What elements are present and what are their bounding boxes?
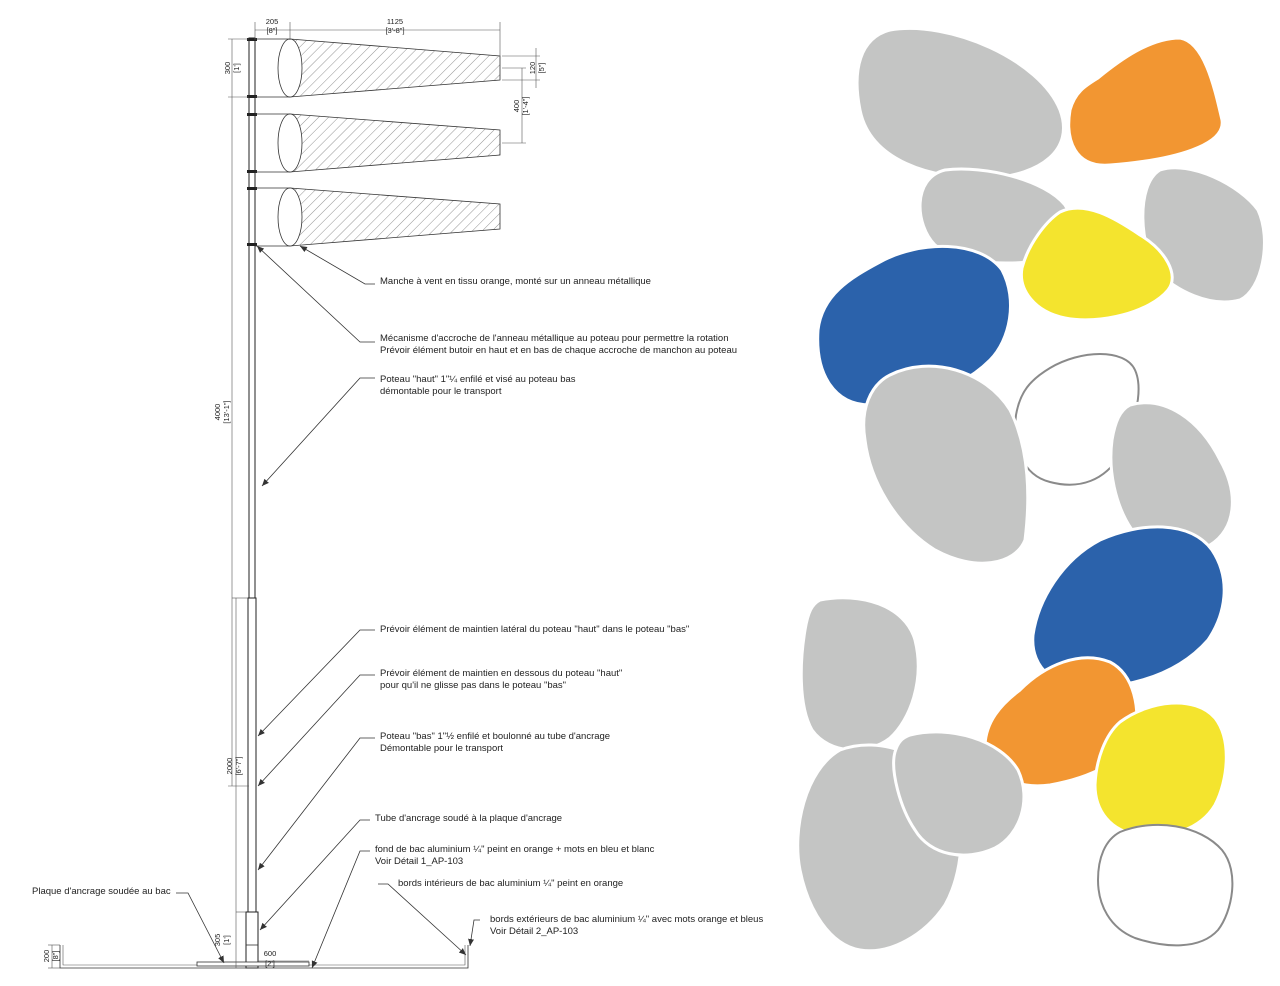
annotation-tray-bottom-line2: Voir Détail 1_AP-103 [375, 856, 463, 867]
dim-120-imperial: [5"] [537, 62, 546, 73]
dim-1125: 1125 [387, 17, 403, 26]
annotation-outer-edges-line1: bords extérieurs de bac aluminium ¼" ave… [490, 914, 763, 925]
annotation-lateral-support: Prévoir élément de maintien latéral du p… [380, 624, 689, 635]
annotation-mechanism-line2: Prévoir élément butoir en haut et en bas… [380, 345, 737, 356]
pebble-pattern [796, 27, 1266, 953]
leader-lines [176, 245, 480, 969]
annotation-anchor-tube: Tube d'ancrage soudé à la plaque d'ancra… [375, 813, 562, 824]
annotation-mechanism-line1: Mécanisme d'accroche de l'anneau métalli… [380, 333, 728, 344]
dim-1125-imperial: [3'-8"] [385, 26, 404, 35]
dim-300: 300 [223, 62, 232, 75]
dim-200-imperial: [8"] [51, 950, 60, 961]
annotation-inner-edges: bords intérieurs de bac aluminium ¼" pei… [398, 878, 623, 889]
dim-600-imperial: [2'] [265, 959, 275, 968]
pebble-gray-4 [862, 364, 1030, 565]
windsock-1 [255, 38, 501, 98]
dim-2000-imperial: [6'-7"] [234, 756, 243, 775]
dim-205-imperial: [8"] [266, 26, 277, 35]
annotation-anchor-plate: Plaque d'ancrage soudée au bac [32, 886, 171, 897]
pebble-yellow-2 [1093, 701, 1228, 838]
dim-4000-imperial: [13'-1"] [222, 400, 231, 423]
anchor-tube [245, 911, 259, 969]
annotation-lower-pole-line1: Poteau "bas" 1"½ enfilé et boulonné au t… [380, 731, 610, 742]
dim-600: 600 [264, 949, 277, 958]
dimension-lines [48, 22, 540, 969]
pebble-gray-6 [799, 596, 920, 752]
annotation-outer-edges-line2: Voir Détail 2_AP-103 [490, 926, 578, 937]
dim-400-imperial: [1'-4"] [521, 96, 530, 115]
annotation-lower-pole-line2: Démontable pour le transport [380, 743, 503, 754]
dim-400: 400 [512, 100, 521, 113]
tray [59, 945, 469, 969]
dim-300-imperial: [1'] [232, 63, 241, 73]
pebble-blue-2 [1031, 525, 1226, 690]
pebble-gray-1 [855, 27, 1065, 180]
pebble-orange-1 [1067, 36, 1224, 167]
annotation-upper-pole-line1: Poteau "haut" 1"¼ enfilé et visé au pote… [380, 374, 576, 385]
pebble-yellow-1 [1019, 206, 1174, 322]
pebble-gray-3 [1141, 166, 1266, 304]
dim-305-imperial: [1'] [222, 935, 231, 945]
dim-120: 120 [528, 62, 537, 75]
dim-305: 305 [213, 934, 222, 947]
annotation-under-support-line1: Prévoir élément de maintien en dessous d… [380, 668, 622, 679]
lower-pole [247, 597, 257, 967]
pebble-outline-2 [1096, 823, 1234, 947]
windsock-2 [255, 113, 501, 173]
elevation-drawing: 205 [8"] 1125 [3'-8"] 300 [1'] 120 [5"] … [32, 17, 763, 969]
pebble-outline-1 [1014, 353, 1140, 486]
dim-2000: 2000 [225, 758, 234, 775]
annotation-under-support-line2: pour qu'il ne glisse pas dans le poteau … [380, 680, 566, 691]
annotation-upper-pole-line2: démontable pour le transport [380, 386, 502, 397]
windsock-3 [255, 187, 501, 247]
dim-4000: 4000 [213, 404, 222, 421]
annotation-windsock: Manche à vent en tissu orange, monté sur… [380, 276, 651, 287]
pole-collars [247, 38, 257, 246]
annotation-tray-bottom-line1: fond de bac aluminium ¼" peint en orange… [375, 844, 655, 855]
pebble-gray-8 [892, 730, 1026, 857]
dim-205: 205 [266, 17, 279, 26]
dim-200: 200 [42, 950, 51, 963]
